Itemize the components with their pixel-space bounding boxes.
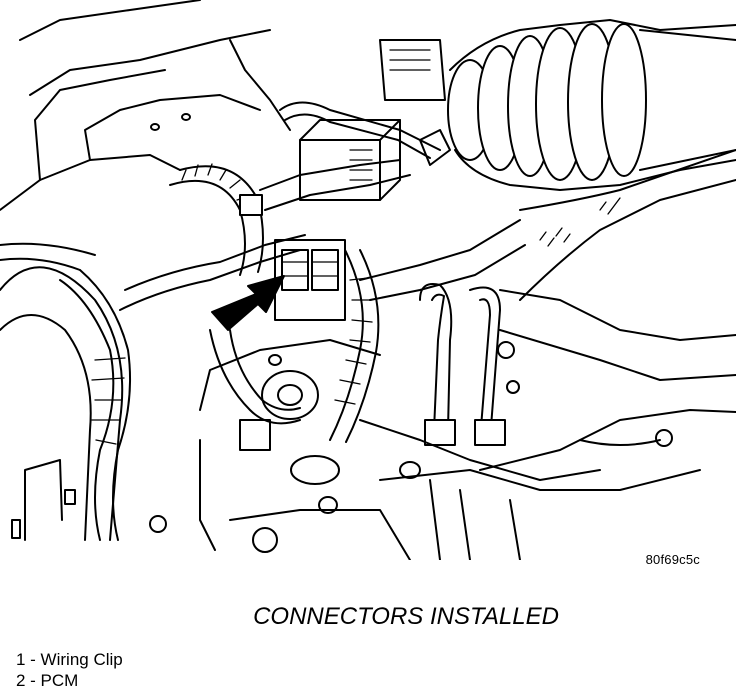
center-harness: [209, 219, 526, 443]
fender-panel: [0, 0, 291, 211]
callout-arrow: [211, 275, 285, 331]
rubber-boot: [447, 19, 736, 191]
legend-item-wiring-clip: 1 - Wiring Clip: [16, 650, 123, 669]
legend: 1 - Wiring Clip 2 - PCM: [16, 649, 123, 691]
wheel-well: [0, 266, 124, 541]
pcm: [274, 119, 401, 321]
upper-bracket: [279, 39, 451, 166]
legend-item-pcm: 2 - PCM: [16, 671, 79, 690]
engine-bay-line-drawing: [0, 0, 736, 560]
figure-caption: CONNECTORS INSTALLED: [253, 603, 559, 630]
engine-lower: [149, 339, 736, 560]
frame-rail: [499, 149, 736, 381]
figure-code: 80f69c5c: [645, 552, 700, 567]
coolant-hose: [419, 283, 506, 446]
wiring-clip-1: [169, 159, 411, 276]
left-harness: [0, 234, 306, 541]
